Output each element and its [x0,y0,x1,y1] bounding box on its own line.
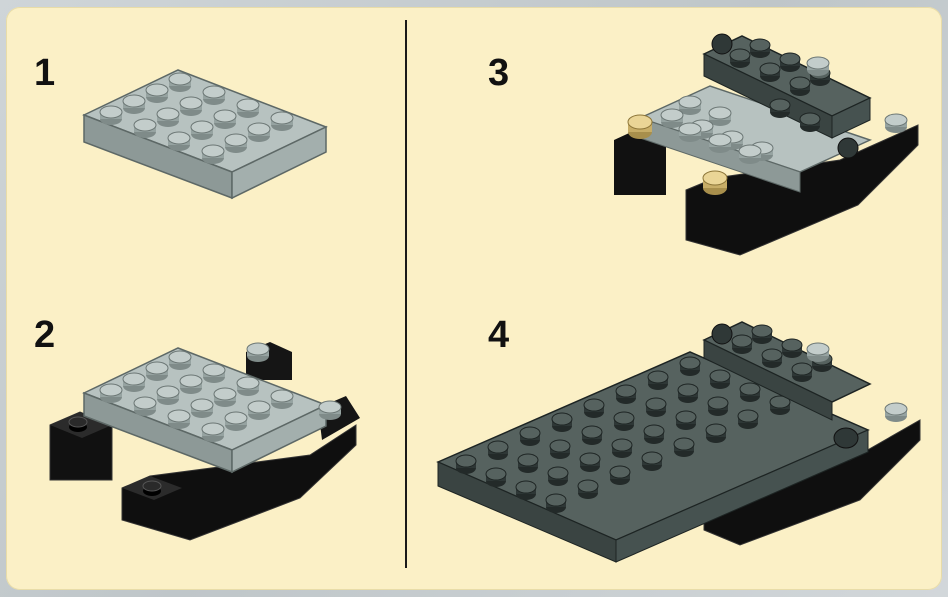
step-3-assembly [614,34,918,255]
step-2-assembly [50,342,360,540]
step-4-assembly [438,322,920,562]
step-1-plate [84,70,326,198]
